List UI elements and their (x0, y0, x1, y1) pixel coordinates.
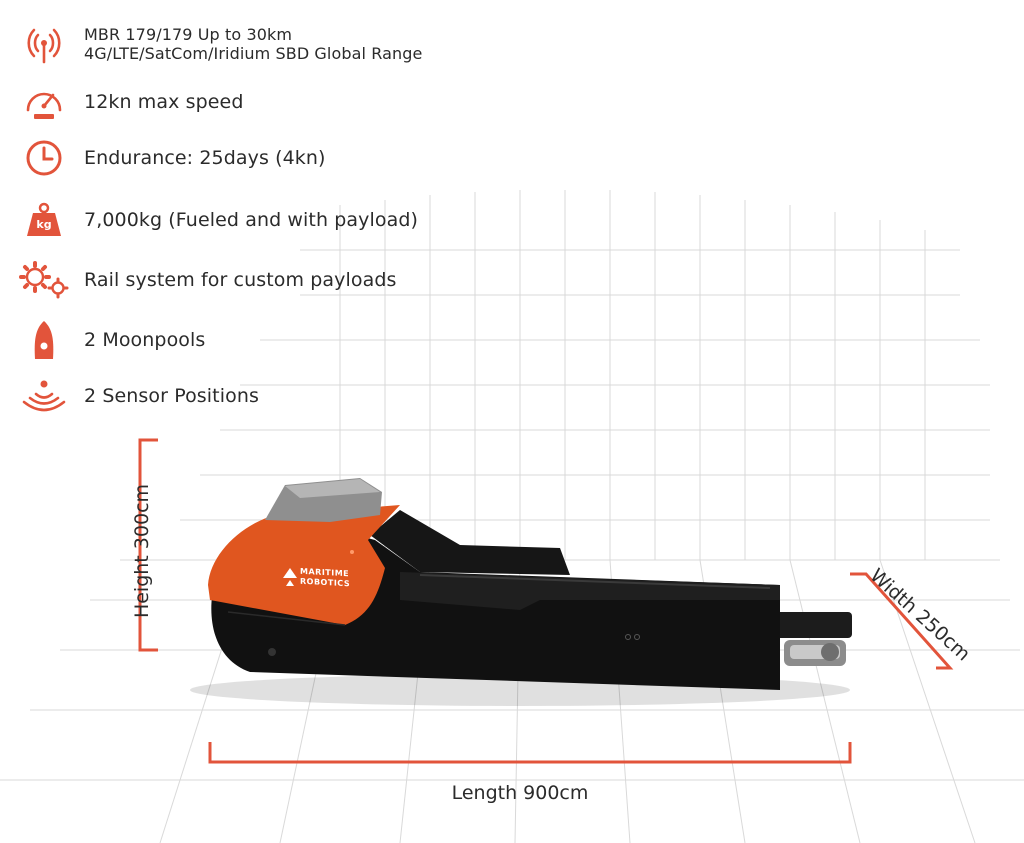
brand-logo-mark (283, 568, 297, 586)
background-grid (0, 190, 1024, 843)
spec-sensors: 2 Sensor Positions (18, 374, 259, 418)
stern-platform (770, 612, 852, 638)
sonar-icon (18, 374, 70, 418)
thruster (784, 640, 846, 666)
length-label: Length 900cm (451, 782, 589, 804)
spec-speed-text: 12kn max speed (84, 90, 244, 113)
gears-icon (18, 258, 70, 302)
width-bracket (850, 572, 954, 670)
spec-moonpools-text: 2 Moonpools (84, 328, 206, 351)
brand-logo: MARITIME ROBOTICS (300, 567, 350, 590)
spec-endurance: Endurance: 25days (4kn) (18, 136, 326, 180)
weight-icon: kg (18, 198, 70, 242)
spec-radio-line1: MBR 179/179 Up to 30km (84, 25, 293, 44)
vessel (190, 478, 852, 706)
spec-weight: kg 7,000kg (Fueled and with payload) (18, 198, 418, 242)
spec-radio-line2: 4G/LTE/SatCom/Iridium SBD Global Range (84, 44, 423, 63)
bow-cowl (208, 505, 400, 625)
speedometer-icon (18, 80, 70, 124)
spec-radio-text: MBR 179/179 Up to 30km 4G/LTE/SatCom/Iri… (84, 25, 422, 63)
spec-moonpools: 2 Moonpools (18, 318, 205, 362)
spec-endurance-text: Endurance: 25days (4kn) (84, 146, 326, 169)
spec-weight-text: 7,000kg (Fueled and with payload) (84, 208, 418, 231)
clock-icon (18, 136, 70, 180)
weight-icon-label: kg (36, 218, 52, 231)
spec-radio-range: MBR 179/179 Up to 30km 4G/LTE/SatCom/Iri… (18, 22, 422, 66)
vessel-icon (18, 318, 70, 362)
spec-sensors-text: 2 Sensor Positions (84, 384, 259, 407)
radio-tower-icon (18, 22, 70, 66)
spec-rail: Rail system for custom payloads (18, 258, 396, 302)
height-label: Height 300cm (131, 483, 153, 619)
height-bracket (138, 438, 158, 652)
spec-rail-text: Rail system for custom payloads (84, 268, 397, 291)
spec-speed: 12kn max speed (18, 80, 244, 124)
length-bracket (208, 742, 852, 764)
